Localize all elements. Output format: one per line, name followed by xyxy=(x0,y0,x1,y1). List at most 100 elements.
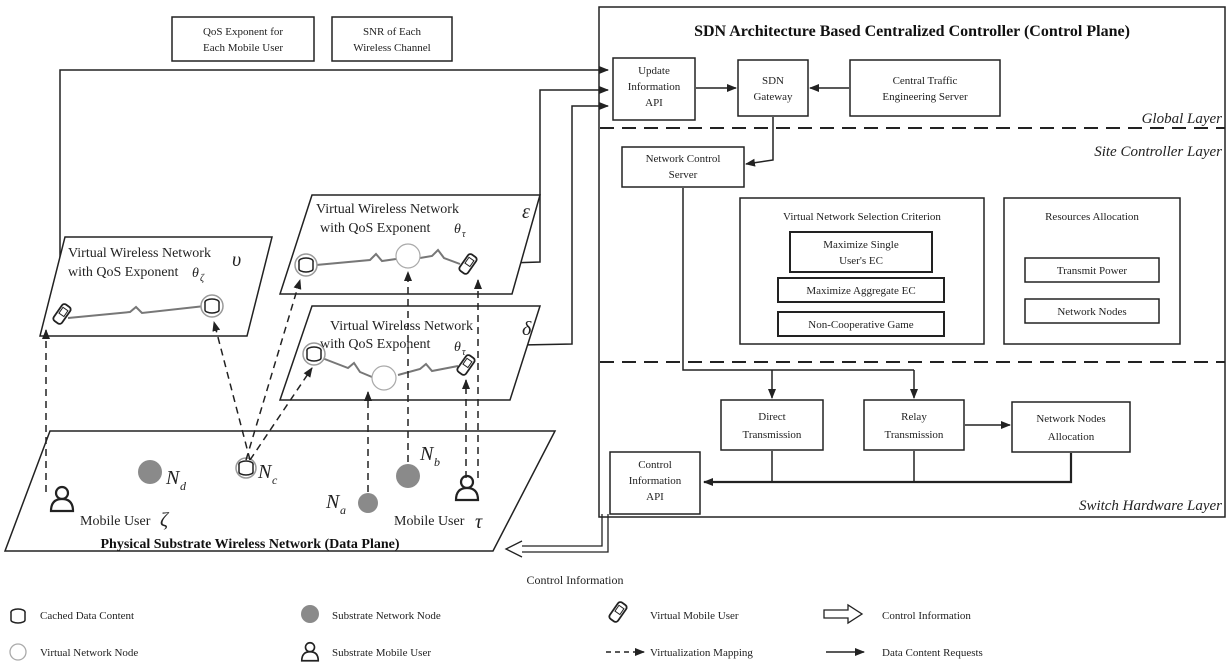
virtual-network-epsilon: Virtual Wireless Network ε with QoS Expo… xyxy=(278,194,541,295)
svg-text:Allocation: Allocation xyxy=(1048,431,1095,443)
svg-text:Control Information: Control Information xyxy=(882,610,971,622)
virtual-node-icon xyxy=(9,643,27,661)
virtualization-mappings xyxy=(42,271,482,492)
substrate-node-icon xyxy=(138,460,162,484)
control-information-api: Control Information API xyxy=(609,451,701,515)
svg-text:ζ: ζ xyxy=(200,273,205,284)
site-layer-label: Site Controller Layer xyxy=(1094,144,1222,160)
svg-text:N: N xyxy=(325,491,341,513)
snr-box: SNR of Each Wireless Channel xyxy=(331,16,453,62)
svg-text:Virtual Network Selection Crit: Virtual Network Selection Criterion xyxy=(783,211,941,223)
svg-text:Data Content Requests: Data Content Requests xyxy=(882,647,983,659)
legend-control-information: Control Information xyxy=(823,603,971,625)
svg-text:τ: τ xyxy=(475,511,483,533)
legend-virtualization-mapping: Virtualization Mapping xyxy=(606,647,753,659)
svg-text:Relay: Relay xyxy=(901,411,927,423)
svg-text:θ: θ xyxy=(192,266,199,281)
non-cooperative-game: Non-Cooperative Game xyxy=(808,319,913,331)
substrate-mobile-user-icon xyxy=(300,641,320,662)
virtual-mobile-user-icon xyxy=(607,600,629,624)
svg-text:δ: δ xyxy=(522,318,532,340)
svg-text:Network Control: Network Control xyxy=(646,153,721,165)
svg-text:a: a xyxy=(340,503,346,517)
cached-data-icon xyxy=(204,298,220,314)
svg-text:Information: Information xyxy=(629,475,682,487)
svg-text:Wireless Channel: Wireless Channel xyxy=(353,42,430,54)
resources-allocation-box: Resources Allocation Transmit Power Netw… xyxy=(1003,197,1181,345)
cached-data-icon xyxy=(298,257,314,273)
svg-text:API: API xyxy=(645,97,663,109)
svg-text:with QoS Exponent: with QoS Exponent xyxy=(320,221,431,236)
svg-text:Central Traffic: Central Traffic xyxy=(893,75,958,87)
switch-layer-label: Switch Hardware Layer xyxy=(1079,498,1222,514)
substrate-node-icon xyxy=(301,605,319,623)
qos-exponent-box: QoS Exponent for Each Mobile User xyxy=(171,16,315,62)
svg-text:SDN: SDN xyxy=(762,75,784,87)
direct-transmission: Direct Transmission xyxy=(720,399,824,451)
selection-criterion-box: Virtual Network Selection Criterion Maxi… xyxy=(739,197,985,345)
svg-text:τ: τ xyxy=(462,229,466,240)
substrate-node-icon xyxy=(396,464,420,488)
maximize-single-ec: Maximize Single xyxy=(823,239,899,251)
svg-text:User's EC: User's EC xyxy=(839,255,883,267)
control-info-arrow-icon xyxy=(823,603,864,625)
legend: Cached Data Content Substrate Network No… xyxy=(9,600,983,662)
svg-text:Substrate Mobile User: Substrate Mobile User xyxy=(332,647,431,659)
svg-text:Virtualization Mapping: Virtualization Mapping xyxy=(650,647,753,659)
update-information-api: Update Information API xyxy=(612,57,696,121)
legend-virtual-node: Virtual Network Node xyxy=(9,643,138,661)
svg-text:c: c xyxy=(272,473,278,487)
svg-text:Engineering Server: Engineering Server xyxy=(882,91,968,103)
svg-text:Server: Server xyxy=(669,169,698,181)
svg-text:Cached Data Content: Cached Data Content xyxy=(40,610,134,622)
svg-text:SNR of Each: SNR of Each xyxy=(363,26,422,38)
svg-text:Physical Substrate Wireless Ne: Physical Substrate Wireless Network (Dat… xyxy=(100,537,399,552)
svg-text:Virtual Wireless Network: Virtual Wireless Network xyxy=(316,202,459,217)
physical-substrate-network: Physical Substrate Wireless Network (Dat… xyxy=(3,430,557,552)
controller-title: SDN Architecture Based Centralized Contr… xyxy=(694,23,1130,40)
svg-text:Transmission: Transmission xyxy=(743,429,802,441)
virtual-node-icon xyxy=(371,365,397,391)
legend-substrate-mobile-user: Substrate Mobile User xyxy=(300,641,431,662)
control-information-arrow: Control Information xyxy=(504,514,624,587)
svg-text:Virtual Wireless Network: Virtual Wireless Network xyxy=(68,246,211,261)
svg-text:Mobile User: Mobile User xyxy=(80,514,151,529)
legend-cached-data: Cached Data Content xyxy=(10,608,134,624)
virtual-network-upsilon: Virtual Wireless Network υ with QoS Expo… xyxy=(39,236,273,337)
global-layer-label: Global Layer xyxy=(1142,111,1223,127)
transmit-power: Transmit Power xyxy=(1057,265,1128,277)
controller-panel: SDN Architecture Based Centralized Contr… xyxy=(598,6,1226,518)
svg-text:QoS Exponent for: QoS Exponent for xyxy=(203,26,283,38)
network-nodes: Network Nodes xyxy=(1057,306,1126,318)
svg-text:Information: Information xyxy=(628,81,681,93)
svg-text:API: API xyxy=(646,491,664,503)
legend-virtual-mobile-user: Virtual Mobile User xyxy=(607,600,739,624)
svg-text:Gateway: Gateway xyxy=(753,91,793,103)
cached-data-icon xyxy=(306,346,322,362)
svg-text:Each Mobile User: Each Mobile User xyxy=(203,42,283,54)
svg-text:with QoS Exponent: with QoS Exponent xyxy=(320,337,431,352)
svg-text:ε: ε xyxy=(522,201,530,223)
svg-text:Virtual Mobile User: Virtual Mobile User xyxy=(650,610,739,622)
network-nodes-allocation: Network Nodes Allocation xyxy=(1011,401,1131,453)
svg-text:Network Nodes: Network Nodes xyxy=(1036,413,1105,425)
svg-text:Virtual Network Node: Virtual Network Node xyxy=(40,647,138,659)
network-control-server: Network Control Server xyxy=(621,146,745,188)
svg-text:N: N xyxy=(257,461,273,483)
cached-data-icon xyxy=(238,460,254,476)
svg-text:ζ: ζ xyxy=(160,509,170,531)
svg-text:θ: θ xyxy=(454,340,461,355)
svg-text:Direct: Direct xyxy=(758,411,785,423)
relay-transmission: Relay Transmission xyxy=(863,399,965,451)
svg-text:Update: Update xyxy=(638,65,670,77)
cached-data-icon xyxy=(10,608,26,624)
sdn-gateway: SDN Gateway xyxy=(737,59,809,117)
svg-text:θ: θ xyxy=(454,222,461,237)
svg-text:N: N xyxy=(165,467,181,489)
svg-text:with QoS Exponent: with QoS Exponent xyxy=(68,265,179,280)
svg-text:Resources Allocation: Resources Allocation xyxy=(1045,211,1139,223)
control-information-label: Control Information xyxy=(527,573,624,587)
substrate-node-icon xyxy=(358,493,378,513)
virtual-network-delta: Virtual Wireless Network δ with QoS Expo… xyxy=(278,305,542,401)
